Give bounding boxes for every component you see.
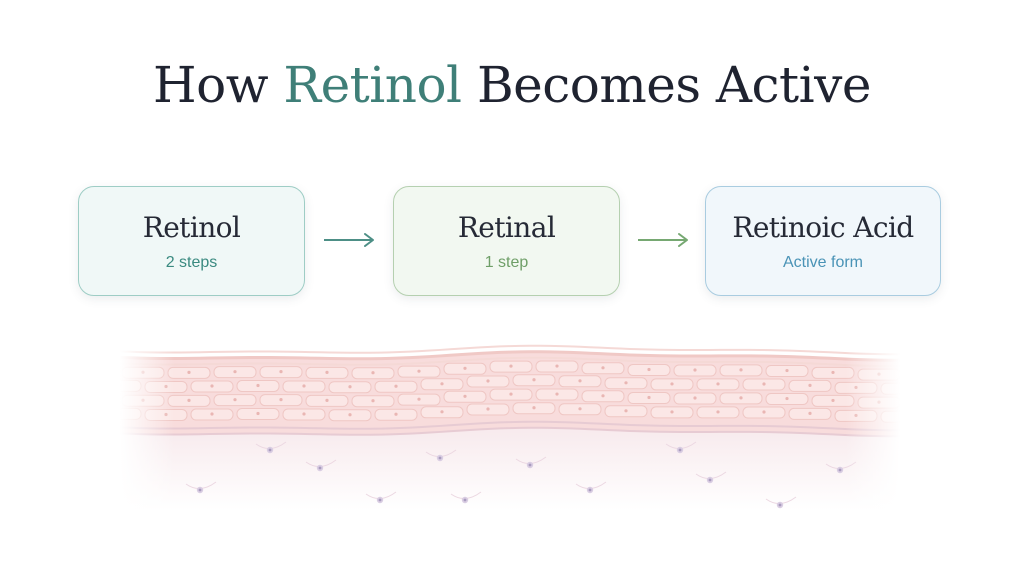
title-highlight-retinol: Retinol: [283, 56, 462, 114]
diagram-title: How Retinol Becomes Active: [0, 56, 1024, 114]
step-box-retinoic-acid: Retinoic Acid Active form: [705, 186, 941, 296]
edge-fade: [120, 340, 900, 510]
step-box-retinol: Retinol 2 steps: [78, 186, 305, 296]
step-box-retinal: Retinal 1 step: [393, 186, 620, 296]
step-subtitle: 1 step: [484, 253, 529, 271]
step-subtitle: 2 steps: [165, 253, 218, 271]
step-name: Retinoic Acid: [732, 210, 914, 244]
arrow-head: [364, 233, 374, 247]
step-subtitle: Active form: [782, 253, 863, 271]
arrow-right-icon: [638, 233, 688, 247]
arrow-head: [678, 233, 688, 247]
title-suffix: Becomes Active: [461, 56, 872, 114]
step-name: Retinal: [457, 210, 556, 244]
skin-layers-illustration: [120, 340, 900, 510]
title-prefix: How: [153, 56, 284, 114]
arrow-right-icon: [324, 233, 374, 247]
step-name: Retinol: [142, 210, 241, 244]
